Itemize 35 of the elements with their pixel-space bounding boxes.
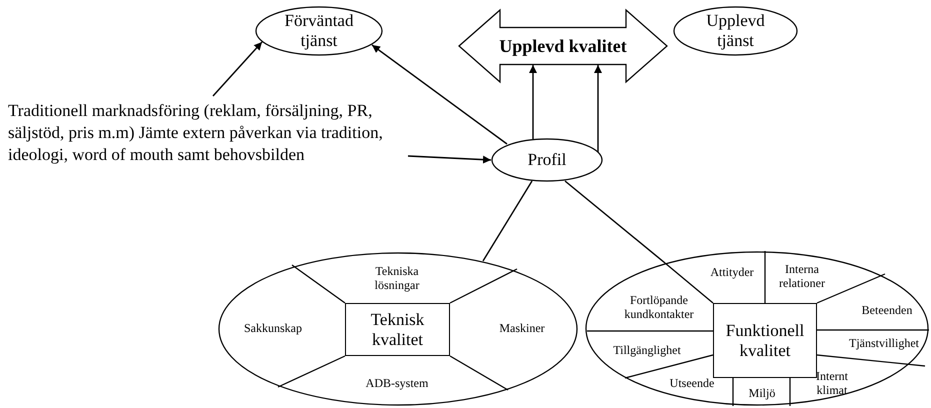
- box-label: Teknisk kvalitet: [370, 310, 426, 350]
- segment-label: Utseende: [670, 376, 714, 390]
- segment-label: Interna relationer: [772, 262, 832, 290]
- segment-label: Maskiner: [499, 321, 545, 335]
- box-label: Funktionell kvalitet: [724, 320, 806, 360]
- arrow: [212, 42, 263, 96]
- arrow: [372, 44, 508, 145]
- arrow: [529, 65, 537, 139]
- arrow: [594, 65, 602, 152]
- arrow-label: Upplevd kvalitet: [499, 36, 627, 56]
- segment-label: Attityder: [710, 265, 754, 279]
- connector-line: [564, 180, 666, 264]
- segmented-ellipse: [585, 251, 929, 406]
- segment-label: Tjänstvillighet: [849, 336, 919, 350]
- arrow: [408, 155, 492, 164]
- ellipse-node: [491, 138, 603, 182]
- note-text: Traditionell marknadsföring (reklam, försäljning, PR, säljstöd, pris m.m) Jämte extern påverkan via tradition, ideologi, word of mouth samt behovsbilden: [8, 100, 408, 200]
- segment-label: Tillgänglighet: [613, 343, 681, 357]
- ellipse-node: [673, 6, 798, 56]
- segment-label: Internt klimat: [802, 369, 862, 397]
- connector-line: [482, 180, 533, 262]
- segment-label: Tekniska lösningar: [362, 264, 432, 292]
- node-label: Profil: [528, 150, 566, 170]
- double-arrow: [458, 9, 668, 83]
- segment-label: Sakkunskap: [244, 321, 302, 335]
- node-label: Förväntad tjänst: [284, 11, 354, 51]
- segment-label: Miljö: [748, 386, 776, 400]
- node-label: Upplevd tjänst: [705, 11, 766, 51]
- segmented-ellipse: [218, 252, 578, 406]
- segment-label: Fortlöpande kundkontakter: [611, 293, 707, 321]
- segment-label: Beteenden: [862, 303, 912, 317]
- ellipse-node: [255, 6, 383, 56]
- quality-box: [345, 303, 450, 356]
- segment-label: ADB-system: [366, 376, 428, 390]
- quality-box: [713, 303, 817, 378]
